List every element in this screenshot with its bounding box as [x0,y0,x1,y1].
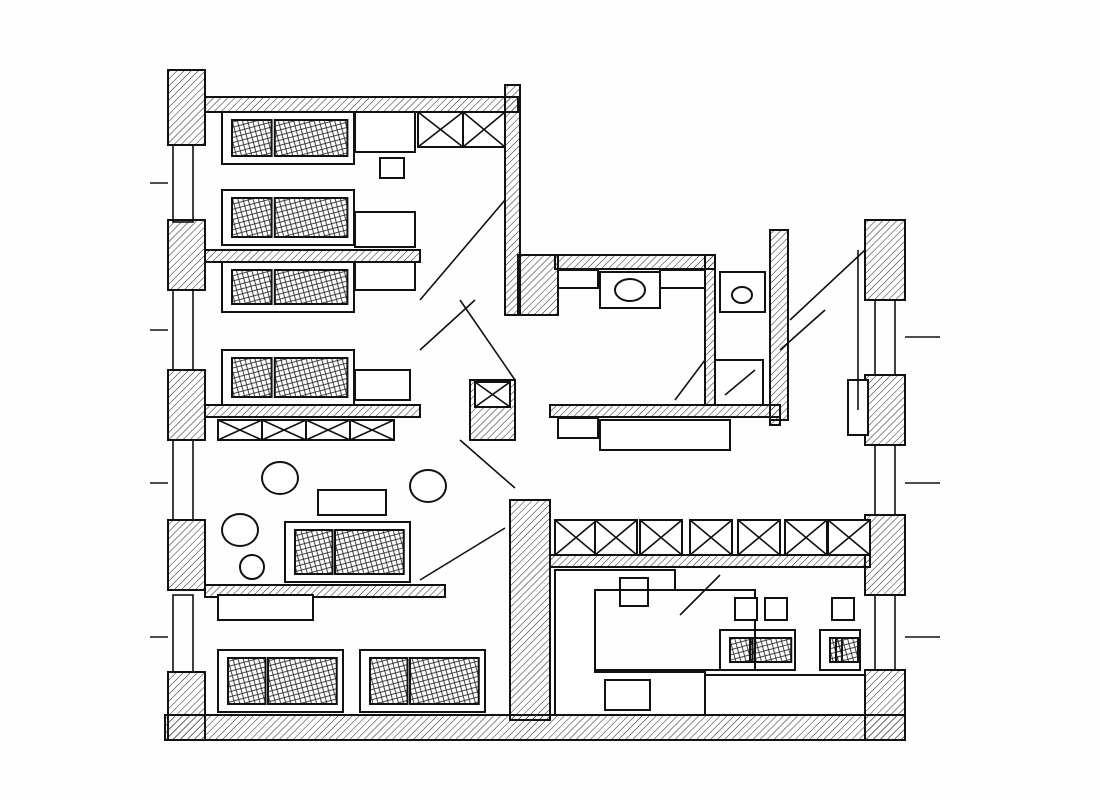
window [172,289,194,371]
wall-segment [549,404,781,418]
basin [614,278,646,302]
chair [734,597,758,621]
door-swing [419,299,476,351]
dining-table [594,589,756,671]
dresser [217,594,314,621]
stove [619,577,649,607]
pillow [294,529,334,575]
blanket [273,357,349,398]
cabinet-cross [462,111,506,148]
pillow [231,269,273,305]
wall-segment [769,229,789,421]
cabinet-cross [639,519,683,556]
dresser [317,489,387,516]
door-swing [674,359,706,401]
cabinet-cross [305,419,351,441]
wall-segment [509,499,551,721]
blanket [273,119,349,157]
shower-line [724,369,756,396]
pillow [369,657,409,705]
cabinet-cross [784,519,828,556]
wall-segment [204,249,421,263]
door-swing [459,299,516,381]
armchair [221,513,259,547]
pillow [231,119,273,157]
walls [164,69,906,741]
door-swing [789,249,866,321]
window [172,144,194,223]
door-swing [679,574,721,616]
bench-seating [704,674,866,716]
armchair [409,469,447,503]
wall-segment [167,369,206,441]
chair [831,597,855,621]
pillow [231,197,273,238]
wall-segment [864,219,906,301]
door-swing [419,199,506,301]
wall-segment [769,404,781,426]
door-swing [779,309,826,351]
wall-segment [864,374,906,446]
chair [764,597,788,621]
dresser [659,269,706,289]
cabinet-cross [261,419,307,441]
dresser [354,261,416,291]
blanket [835,637,859,663]
toilet-bowl [731,286,753,304]
wall-segment [167,519,206,591]
armchair [261,461,299,495]
wall-segment [167,219,206,291]
wall-segment [204,404,421,418]
dresser [557,417,599,439]
window [172,594,194,673]
dresser [599,419,731,451]
kitchen-sink [604,679,651,711]
cabinet-cross [827,519,871,556]
cabinet-cross [554,519,598,556]
desk-chair [379,157,405,179]
blanket [267,657,338,705]
wall-segment [204,96,519,113]
blanket [273,197,349,238]
wall-segment [554,254,716,270]
wall-segment [167,69,206,146]
cabinet-cross [474,381,511,408]
pillow [227,657,267,705]
door-swing [459,439,516,489]
cabinet-cross [594,519,638,556]
door-swings-and-window-markers [150,111,940,673]
window [874,444,896,516]
window [172,439,194,521]
blanket [409,657,480,705]
cabinet-cross [217,419,263,441]
blanket [334,529,405,575]
wall-segment [549,554,871,568]
cabinet-cross [349,419,395,441]
side-table [239,554,265,580]
cabinet-cross [417,111,464,148]
dresser [557,269,599,289]
door-swing [419,527,506,581]
kitchen-counter [554,569,706,716]
pillow [231,357,273,398]
dresser [354,369,411,401]
dresser [354,111,416,153]
window [874,299,896,376]
wall-segment [517,254,559,316]
wall-segment [704,254,716,406]
blanket [749,637,793,663]
cabinet-cross [737,519,781,556]
cabinet-cross [689,519,733,556]
blanket [273,269,349,305]
window [874,594,896,671]
dresser [354,211,416,248]
